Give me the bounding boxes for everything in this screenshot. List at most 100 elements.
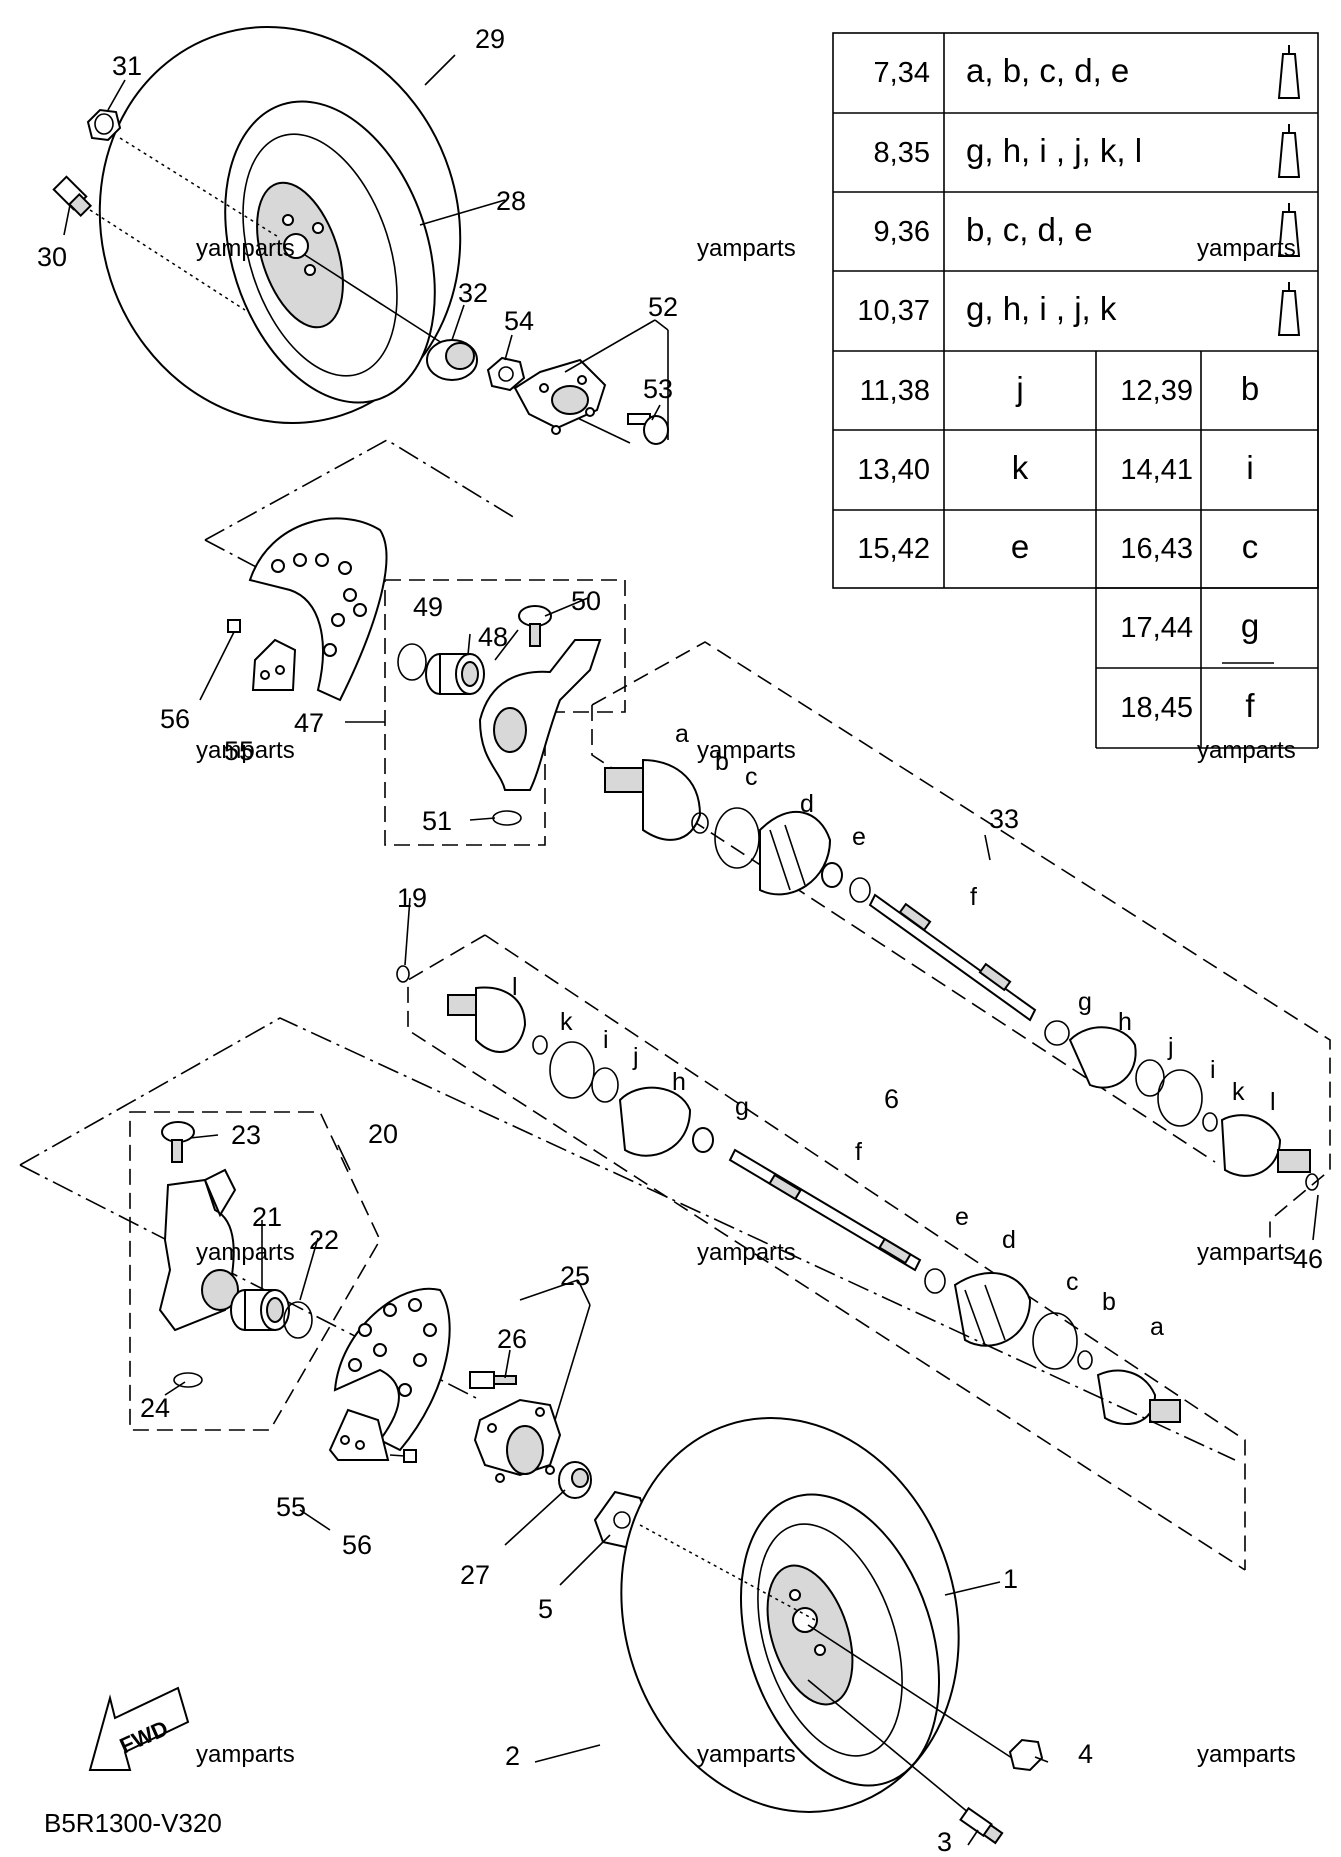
letter-b-rear: b: [715, 748, 729, 776]
letter-i-rear: i: [1210, 1056, 1216, 1084]
table-parts-3: 9,36: [874, 216, 930, 248]
callout-3: 3: [937, 1827, 952, 1857]
watermark: yamparts: [196, 235, 295, 262]
watermark: yamparts: [697, 737, 796, 764]
callout-19: 19: [397, 883, 427, 913]
table-pair-4-right-parts: 17,44: [1120, 612, 1193, 644]
callout-31: 31: [112, 51, 142, 81]
table-parts-1: 7,34: [874, 57, 930, 89]
valve-3: [959, 1806, 1004, 1845]
bearing-48: [425, 653, 485, 695]
grease-tube-icon: [1277, 203, 1301, 257]
bolt-53: [627, 413, 669, 445]
hub-52: [513, 358, 607, 435]
leader-lines: [63, 54, 1319, 1846]
table-letters-2: g, h, i , j, k, l: [966, 132, 1142, 169]
watermark: yamparts: [196, 1741, 295, 1768]
letter-b-front: b: [1102, 1288, 1116, 1316]
callout-32: 32: [458, 278, 488, 308]
callout-47: 47: [294, 708, 324, 738]
callout-30: 30: [37, 242, 67, 272]
callout-55-rear: 55: [224, 736, 254, 766]
watermark: yamparts: [1197, 1239, 1296, 1266]
callout-27: 27: [460, 1560, 490, 1590]
hub-25: [473, 1398, 562, 1483]
nut-31: [86, 108, 122, 142]
callout-23: 23: [231, 1120, 261, 1150]
front-brake-disc: [333, 1287, 451, 1452]
letter-j-rear: j: [1167, 1033, 1174, 1061]
callout-49: 49: [413, 592, 443, 622]
letter-i-front: i: [603, 1026, 609, 1054]
callout-2: 2: [505, 1741, 520, 1771]
callout-52: 52: [648, 292, 678, 322]
rear-shaft-33: [604, 758, 1319, 1191]
callout-21: 21: [252, 1202, 282, 1232]
letter-l-rear: l: [1270, 1088, 1276, 1116]
letter-h-rear: h: [1118, 1008, 1132, 1036]
callout-22: 22: [309, 1225, 339, 1255]
cotter-51: [492, 810, 522, 826]
callout-33: 33: [989, 804, 1019, 834]
letter-c-front: c: [1066, 1268, 1079, 1296]
grease-table: 7,34 a, b, c, d, e 8,35 g, h, i , j, k, …: [832, 32, 1319, 749]
table-letters-3: b, c, d, e: [966, 211, 1093, 248]
watermark: yamparts: [196, 1239, 295, 1266]
guard-55-front: [328, 1408, 390, 1461]
table-pair-3-left-parts: 15,42: [857, 533, 930, 565]
letter-k-front: k: [560, 1008, 573, 1036]
callout-48: 48: [478, 622, 508, 652]
grease-tube-icon: [1277, 282, 1301, 336]
letter-c-rear: c: [745, 763, 758, 791]
table-pair-2-left-parts: 13,40: [857, 454, 930, 486]
letter-h-front: h: [672, 1068, 686, 1096]
table-pair-1-left-letter: j: [1015, 370, 1023, 407]
callout-29: 29: [475, 24, 505, 54]
table-pair-1-right-letter: b: [1241, 370, 1259, 407]
table-pair-2-right-letter: i: [1246, 449, 1253, 486]
table-parts-4: 10,37: [857, 295, 930, 327]
letter-j-front: j: [632, 1043, 639, 1071]
nut-54: [486, 356, 526, 392]
callout-46: 46: [1293, 1244, 1323, 1274]
callout-28: 28: [496, 186, 526, 216]
knuckle-group-47: [384, 579, 626, 846]
callout-56-front: 56: [342, 1530, 372, 1560]
callout-6: 6: [884, 1084, 899, 1114]
table-letters-1: a, b, c, d, e: [966, 52, 1129, 89]
guard-55-rear: [251, 638, 297, 691]
table-pair-3-right-parts: 16,43: [1120, 533, 1193, 565]
grease-tube-icon: [1277, 45, 1301, 99]
collar-27: [558, 1461, 592, 1499]
rear-wheel-assembly: [89, 25, 631, 444]
circlip-22: [283, 1301, 313, 1339]
letter-f-front: f: [855, 1138, 862, 1166]
front-wheel-assembly: [620, 1417, 1016, 1819]
callout-50: 50: [571, 586, 601, 616]
callout-26: 26: [497, 1324, 527, 1354]
callout-24: 24: [140, 1393, 170, 1423]
table-pair-5-right-parts: 18,45: [1120, 692, 1193, 724]
callout-25: 25: [560, 1261, 590, 1291]
bolt-56-front: [403, 1449, 417, 1463]
table-pair-1-left-parts: 11,38: [860, 375, 930, 407]
knuckle-group-20: [129, 1111, 381, 1431]
table-pair-2-right-parts: 14,41: [1120, 454, 1193, 486]
watermark: yamparts: [697, 1239, 796, 1266]
collar-32: [426, 339, 478, 381]
table-parts-2: 8,35: [874, 137, 930, 169]
letter-a-front: a: [1150, 1313, 1164, 1341]
knuckle-rear: [478, 639, 602, 791]
valve-30: [52, 175, 93, 218]
table-pair-2-left-letter: k: [1012, 449, 1029, 486]
callout-1: 1: [1003, 1564, 1018, 1594]
front-hub-face: [766, 1564, 854, 1706]
letter-k-rear: k: [1232, 1078, 1245, 1106]
circlip-49: [397, 643, 427, 681]
bearing-21: [230, 1289, 290, 1331]
table-pair-5-right-letter: f: [1245, 687, 1255, 724]
letter-d-front: d: [1002, 1226, 1016, 1254]
watermark: yamparts: [1197, 737, 1296, 764]
table-pair-4-right-letter: g: [1241, 607, 1259, 644]
